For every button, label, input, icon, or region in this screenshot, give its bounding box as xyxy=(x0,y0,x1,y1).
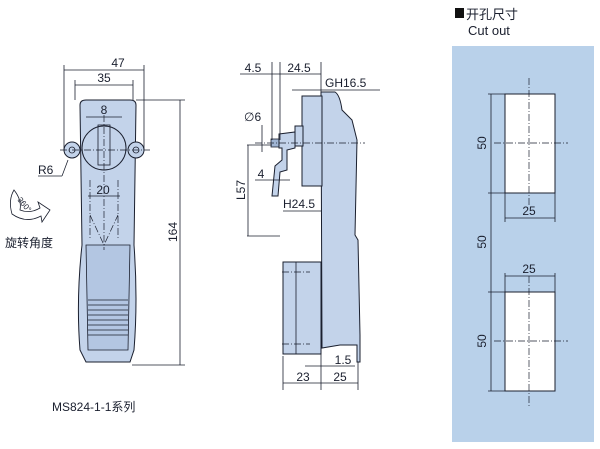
dim-height-3: 50 xyxy=(475,334,489,348)
cutout-section: 开孔尺寸 Cut out 50 50 50 25 25 xyxy=(452,7,594,442)
cutout-subtitle: Cut out xyxy=(468,23,510,38)
cutout-hole-bottom xyxy=(504,291,556,392)
rotation-arrow-icon: 360° xyxy=(10,189,51,224)
front-view: 47 35 8 R6 20 164 360° 旋转角度 MS824-1-1系列 xyxy=(5,56,185,414)
dim-20: 20 xyxy=(96,183,110,197)
cutout-title: 开孔尺寸 xyxy=(466,7,518,22)
grip-ribs xyxy=(88,299,128,336)
dim-164: 164 xyxy=(166,222,180,242)
dim-l57: L57 xyxy=(234,180,248,200)
dim-8: 8 xyxy=(101,103,108,117)
dim-47: 47 xyxy=(111,56,125,70)
dim-r6: R6 xyxy=(38,163,54,177)
dim-1-5: 1.5 xyxy=(335,353,352,367)
side-view: 4.5 24.5 GH16.5 ∅6 L57 4 H24.5 1.5 23 25 xyxy=(234,61,380,390)
dim-width-2: 25 xyxy=(522,262,536,276)
rotation-label: 旋转角度 xyxy=(5,235,53,250)
dim-24-5: 24.5 xyxy=(287,61,311,75)
dim-25: 25 xyxy=(333,370,347,384)
cutout-hole-top xyxy=(504,93,556,194)
side-body xyxy=(320,91,361,363)
dim-4: 4 xyxy=(258,167,265,181)
square-bullet-icon xyxy=(455,8,464,18)
dim-4-5: 4.5 xyxy=(245,61,262,75)
handle-grip xyxy=(85,244,131,351)
lock-housing xyxy=(301,95,323,187)
dim-height-1: 50 xyxy=(475,136,489,150)
dim-width-1: 25 xyxy=(522,204,536,218)
dim-23: 23 xyxy=(296,370,310,384)
dim-gh16-5: GH16.5 xyxy=(325,76,367,90)
dim-35: 35 xyxy=(97,71,111,85)
dim-height-2: 50 xyxy=(475,235,489,249)
dim-diameter-6: ∅6 xyxy=(244,110,261,124)
model-label: MS824-1-1系列 xyxy=(52,400,135,414)
rear-housing xyxy=(282,261,322,355)
dim-h24-5: H24.5 xyxy=(283,197,315,211)
